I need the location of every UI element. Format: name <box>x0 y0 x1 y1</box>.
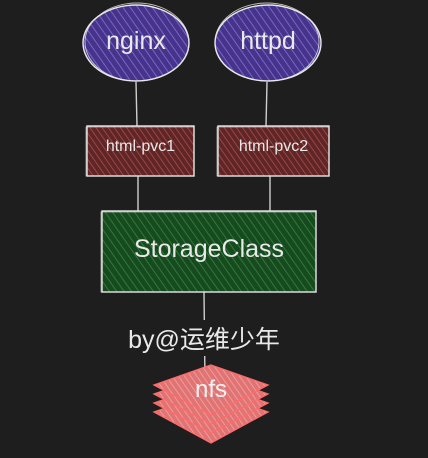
storageclass-node <box>100 210 317 293</box>
edge-httpd-pvc2 <box>265 81 268 127</box>
edge-nginx-pvc1 <box>135 81 138 127</box>
nginx-node <box>82 2 190 82</box>
httpd-node <box>214 2 322 82</box>
nfs-node <box>152 364 270 444</box>
pvc2-node <box>216 125 330 177</box>
pvc1-node <box>85 125 195 177</box>
